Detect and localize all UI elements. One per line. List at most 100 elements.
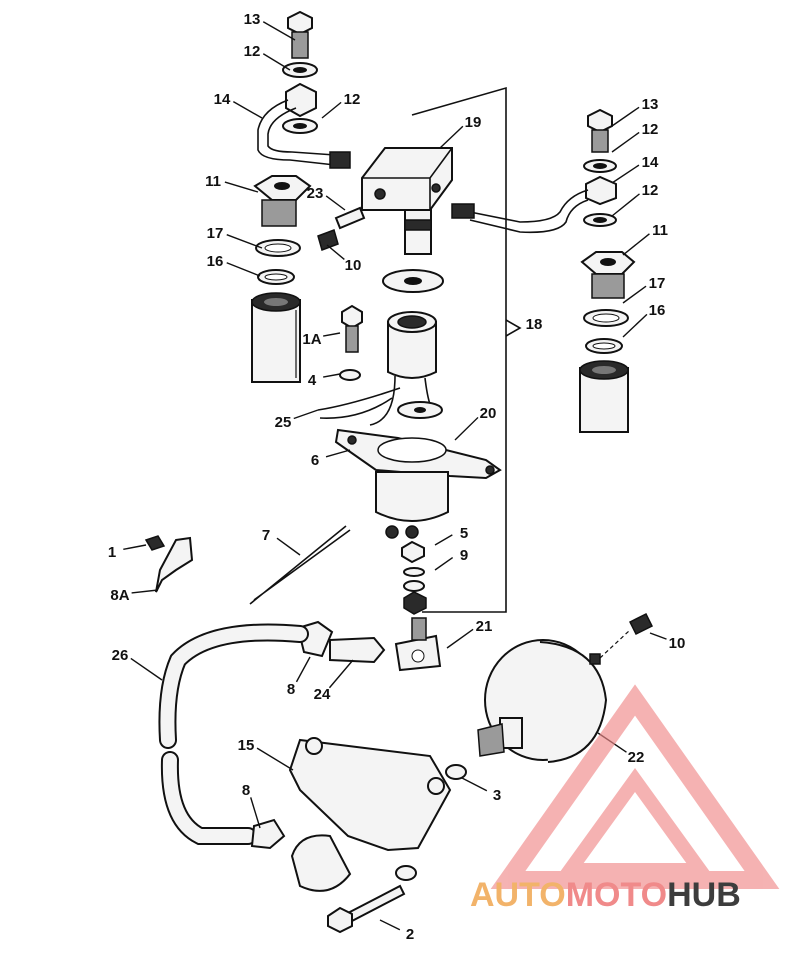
callout-leader <box>439 125 464 149</box>
elbow-fitting-21 <box>394 617 442 672</box>
bolt-head-13-right <box>587 108 613 134</box>
callout-leader <box>256 747 294 771</box>
valve-stem <box>404 209 432 255</box>
callout-leader <box>323 332 341 337</box>
nipple-10-right <box>628 612 654 636</box>
bolt-2 <box>344 884 406 924</box>
callout-label: 14 <box>642 154 659 171</box>
bolt-1A <box>341 304 363 330</box>
screw-1 <box>144 535 166 551</box>
callout-leader <box>649 632 667 640</box>
callout-leader <box>325 195 346 211</box>
callout-leader <box>293 409 319 420</box>
callout-label: 26 <box>112 647 129 664</box>
banjo-fitting-14 <box>285 82 317 118</box>
watermark-text: AUTOMOTOHUB <box>470 876 741 914</box>
fuel-line-14-right <box>469 189 589 223</box>
callout-leader <box>262 53 291 71</box>
callout-leader <box>321 101 342 119</box>
callout-label: 14 <box>214 91 231 108</box>
nipple-24 <box>329 636 386 664</box>
valve-body <box>375 471 449 522</box>
callout-label: 25 <box>275 414 292 431</box>
strap-7 <box>249 525 351 605</box>
solenoid-coil <box>369 311 443 426</box>
tube-nut <box>329 151 351 169</box>
callout-label: 2 <box>406 926 414 943</box>
callout-label: 1 <box>108 544 116 561</box>
callout-leader <box>446 628 474 649</box>
callout-label: 5 <box>460 525 468 542</box>
watermark-auto: AUTO <box>470 876 566 914</box>
callout-leader <box>379 919 401 931</box>
callout-leader <box>250 797 261 829</box>
assembly-bracket-18 <box>411 86 507 613</box>
callout-leader <box>328 659 354 689</box>
bracket-15 <box>288 737 452 892</box>
watermark-moto: MOTO <box>566 876 667 914</box>
washer-3 <box>445 764 467 780</box>
left-fitting-stack <box>251 10 351 383</box>
callout-leader <box>454 416 479 441</box>
callout-label: 16 <box>649 302 666 319</box>
callout-leader <box>232 101 263 119</box>
callout-label: 3 <box>493 787 501 804</box>
callout-label: 11 <box>205 173 221 190</box>
callout-leader <box>295 656 311 683</box>
callout-leader <box>622 285 647 304</box>
washer-hole <box>293 67 307 73</box>
callout-leader <box>325 449 351 458</box>
nut-left <box>385 525 399 539</box>
callout-label: 23 <box>307 185 324 202</box>
valve-head-19 <box>361 147 453 255</box>
callout-leader <box>434 557 454 571</box>
callout-leader <box>611 106 640 127</box>
callout-leader <box>130 657 163 681</box>
callout-label: 22 <box>628 749 645 766</box>
accumulator-22 <box>477 639 608 763</box>
callout-label: 9 <box>460 547 468 564</box>
bolt-shank-13 <box>291 31 309 59</box>
callout-leader <box>226 262 261 277</box>
banjo-fitting-14-right <box>585 175 617 206</box>
nipple-10 <box>317 229 339 251</box>
callout-label: 10 <box>345 257 362 274</box>
callout-label: 12 <box>344 91 361 108</box>
filter-canister <box>290 834 352 892</box>
nut-5 <box>401 540 425 564</box>
bolt-head-13 <box>287 10 313 36</box>
washer-9 <box>403 567 425 577</box>
lock-washer-4 <box>339 369 361 381</box>
callout-label: 21 <box>476 618 493 635</box>
callout-label: 11 <box>652 222 668 239</box>
callout-label: 18 <box>526 316 543 333</box>
callout-label: 13 <box>642 96 659 113</box>
callout-label: 19 <box>465 114 482 131</box>
callout-label: 17 <box>207 225 224 242</box>
callout-label: 24 <box>314 686 331 703</box>
callout-label: 15 <box>238 737 255 754</box>
watermark-hub: HUB <box>667 876 741 914</box>
callout-leader <box>323 373 341 378</box>
fuel-line-14 <box>257 99 336 166</box>
callout-label: 16 <box>207 253 224 270</box>
watermark-logo <box>490 684 780 889</box>
lead-wire-25 <box>317 387 401 419</box>
watermark-triangle <box>490 684 780 889</box>
callout-label: 1A <box>302 331 321 348</box>
clip-8A <box>155 536 194 593</box>
callout-label: 6 <box>311 452 319 469</box>
callout-leader <box>622 233 650 256</box>
callout-label: 17 <box>649 275 666 292</box>
mounting-plate-20 <box>334 428 502 522</box>
callout-leader <box>611 193 640 217</box>
washer-near-bolt-2 <box>395 865 417 881</box>
callout-label: 12 <box>642 182 659 199</box>
cylinder-left <box>251 299 301 383</box>
callout-leader <box>123 544 147 551</box>
callout-label: 4 <box>308 372 317 389</box>
callout-leader <box>262 21 296 41</box>
callout-leader <box>326 244 345 260</box>
